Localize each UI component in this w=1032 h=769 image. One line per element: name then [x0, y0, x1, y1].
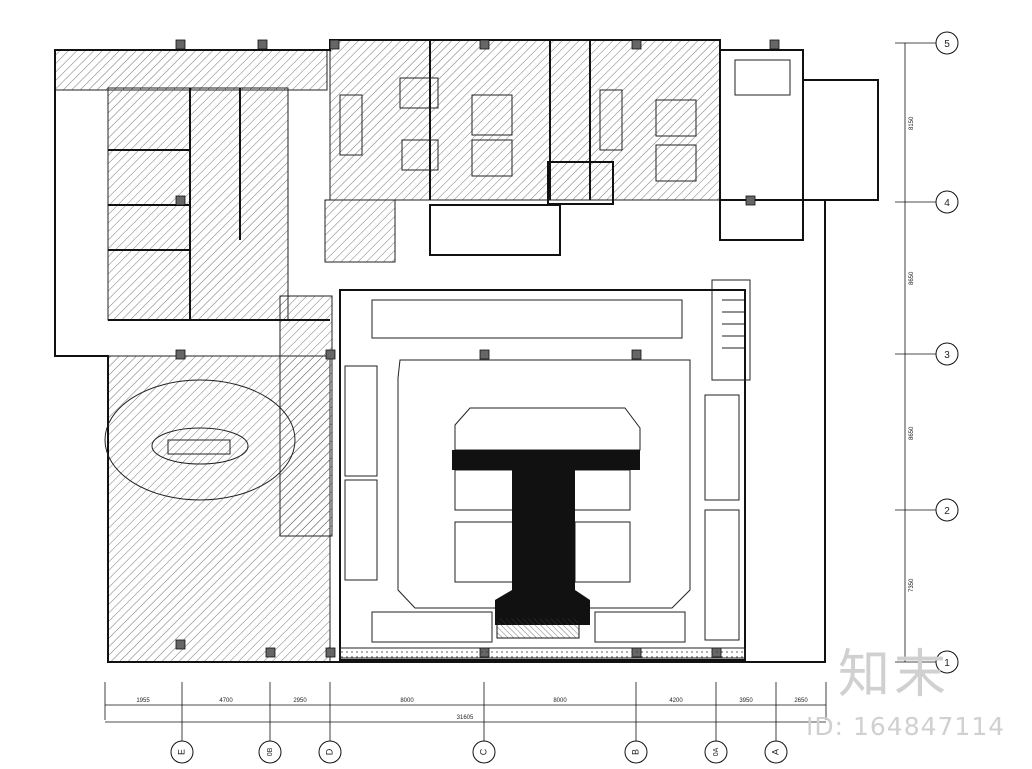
- dimension-label: 8150: [909, 116, 915, 130]
- axis-bubble: [170, 740, 194, 764]
- axis-label: E: [176, 749, 186, 755]
- dimension-label: 4200: [669, 698, 683, 704]
- axis-bubble: [935, 342, 959, 366]
- axis-label: A: [770, 749, 780, 755]
- dimension-total: 31605: [457, 715, 474, 721]
- dimension-label: 8000: [400, 698, 414, 704]
- axis-bubble: [318, 740, 342, 764]
- axis-bubble: [935, 498, 959, 522]
- axis-label: 3: [944, 350, 950, 361]
- dimension-label: 1955: [136, 698, 150, 704]
- axis-bubble: [624, 740, 648, 764]
- axis-sub-label: 0B: [267, 747, 274, 756]
- grid-axes-bottom: E 0B D C B 0A A: [170, 740, 788, 764]
- stair-and-terrace: [339, 279, 751, 659]
- dimension-label: 7350: [909, 578, 915, 592]
- axis-bubble: [935, 190, 959, 214]
- axis-label: 5: [944, 39, 950, 50]
- grid-lines: [104, 42, 940, 745]
- entrance-grille: [496, 617, 580, 639]
- axis-bubble: [472, 740, 496, 764]
- axis-label: D: [324, 748, 334, 755]
- dimension-label: 8650: [909, 271, 915, 285]
- axis-label: B: [630, 749, 640, 755]
- central-feature-dark: [452, 450, 640, 625]
- axis-label: 4: [944, 198, 950, 209]
- axis-bubble: [935, 31, 959, 55]
- axis-label: 0B: [267, 747, 274, 756]
- dimension-label: 8650: [909, 426, 915, 440]
- private-rooms: [339, 59, 791, 182]
- watermark-id: ID: 164847114: [806, 712, 1006, 741]
- axis-bubble: [935, 650, 959, 674]
- dimension-label: 2950: [293, 698, 307, 704]
- dimension-label: 8000: [553, 698, 567, 704]
- grid-axes-right: 5 4 3 2 1 8150 8650 8650 7350: [909, 31, 959, 674]
- axis-bubble: [258, 740, 282, 764]
- axis-label: 1: [944, 658, 950, 669]
- conference-table: [104, 379, 296, 501]
- dimension-label: 2650: [794, 698, 808, 704]
- hatched-zones: [54, 39, 721, 663]
- dimension-chain-bottom: 1955 4700 2950 8000 8000 4200 3950 2650 …: [136, 698, 808, 721]
- dimension-label: 4700: [219, 698, 233, 704]
- dimension-label: 3950: [739, 698, 753, 704]
- axis-label: 2: [944, 506, 950, 517]
- axis-sub-label: 0A: [713, 747, 720, 756]
- watermark-logo: 知末: [838, 645, 951, 705]
- axis-label: C: [478, 748, 488, 755]
- axis-label: 0A: [713, 747, 720, 756]
- axis-bubble: [764, 740, 788, 764]
- axis-bubble: [704, 740, 728, 764]
